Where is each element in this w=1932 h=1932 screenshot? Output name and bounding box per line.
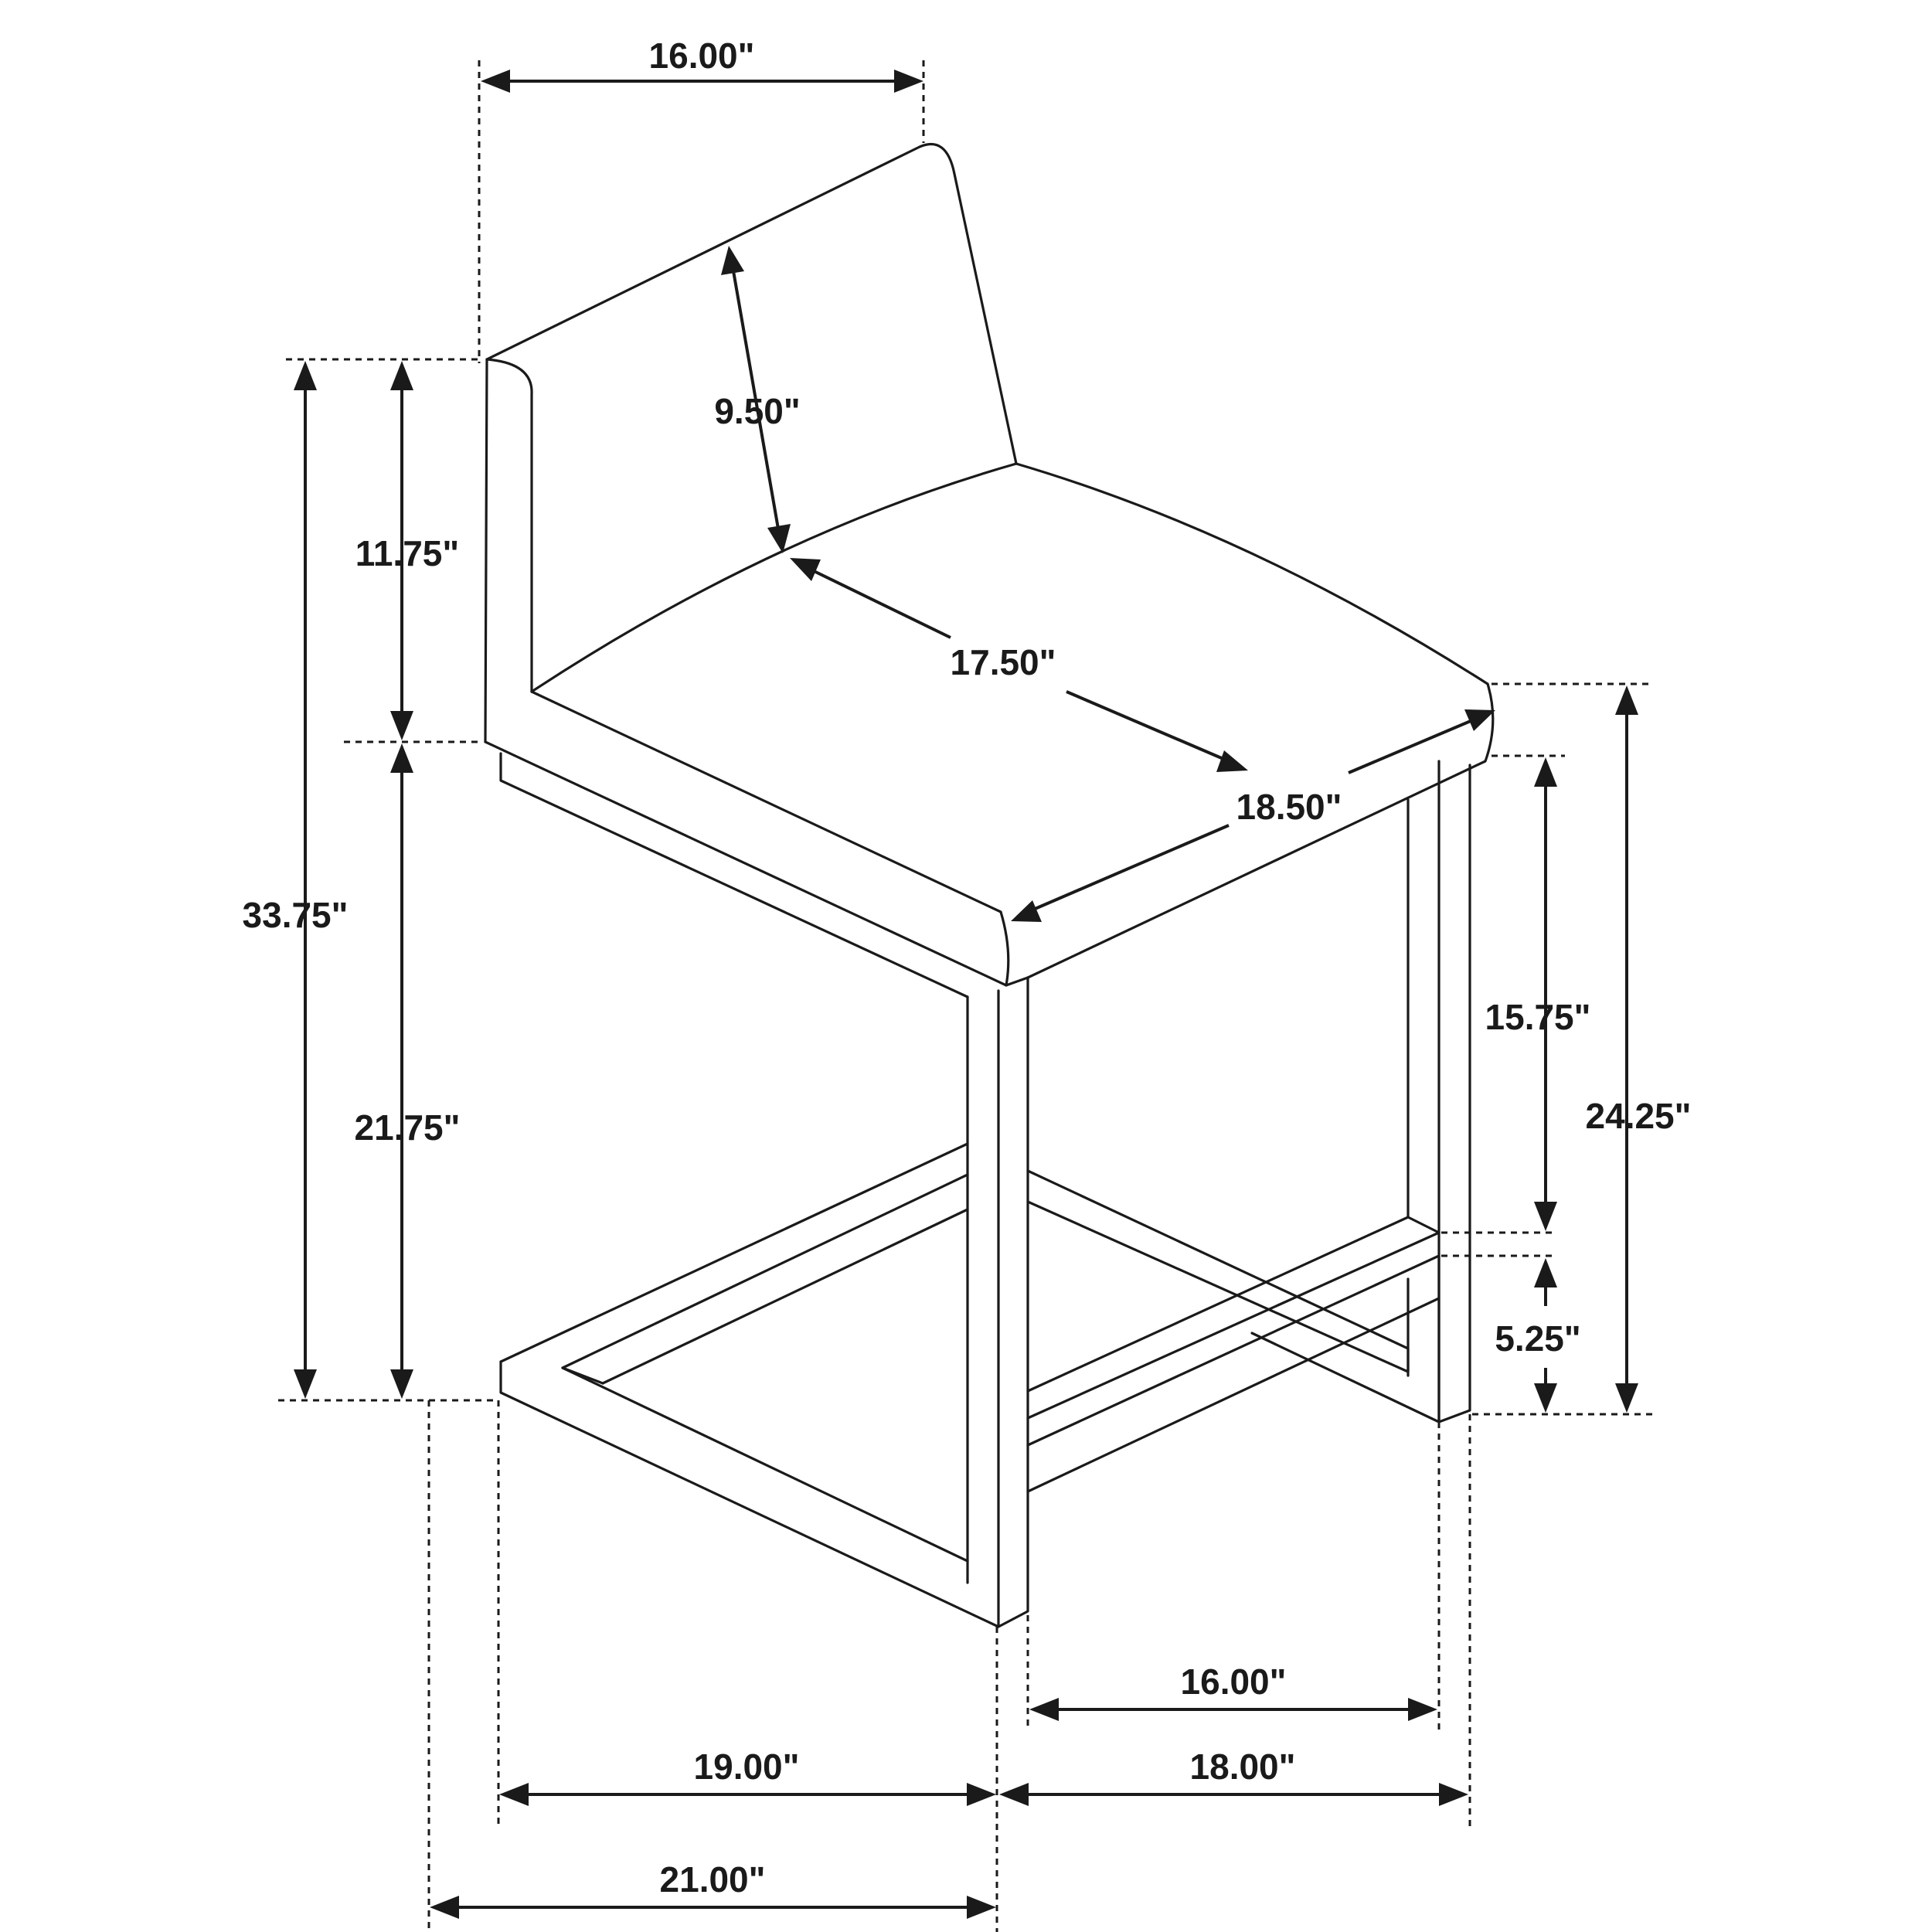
footrest-bar-top [1026, 1216, 1440, 1393]
label-base-width-inner: 16.00" [1181, 1662, 1287, 1702]
label-seat-width: 18.50" [1236, 787, 1342, 827]
base-left-rail-top [499, 1142, 969, 1363]
dimension-arrows [294, 70, 1638, 1919]
backrest-front-edge [484, 358, 488, 743]
seat-right-edge [1026, 682, 1495, 979]
base-inner-front [561, 1366, 604, 1385]
label-back-height: 9.50" [714, 391, 800, 431]
seat-front-edge [530, 690, 1010, 987]
base-back-cross [1026, 1297, 1440, 1493]
seat-under [499, 752, 969, 998]
seat-bottom [484, 740, 1029, 987]
label-overall-height: 33.75" [243, 895, 349, 935]
footrest-bar-low [1026, 1254, 1440, 1447]
label-base-depth-inner: 19.00" [694, 1747, 800, 1787]
base-back-rail [1250, 1254, 1440, 1423]
label-seat-to-footrest: 15.75" [1485, 997, 1591, 1037]
label-top-width: 16.00" [649, 36, 755, 76]
seat-top [530, 462, 1489, 693]
base-inner-diag [601, 1208, 969, 1385]
base-left-rail-inner-top [561, 1173, 969, 1369]
label-seat-height: 21.75" [355, 1107, 461, 1148]
backrest [485, 142, 1018, 465]
label-base-width-outer: 18.00" [1190, 1747, 1296, 1787]
dimension-labels: 16.00" 9.50" 11.75" 33.75" 21.75" 17.50"… [243, 36, 1692, 1900]
front-leg [997, 976, 1029, 1628]
label-base-depth-outer: 21.00" [660, 1859, 766, 1900]
base-left-rail-inner [561, 1366, 969, 1563]
label-seat-depth: 17.50" [951, 642, 1056, 682]
label-arm-height: 24.25" [1586, 1096, 1692, 1136]
label-backrest-height: 11.75" [355, 533, 459, 573]
backrest-side [485, 358, 533, 693]
stool-outline [484, 142, 1495, 1628]
crossbar-lower [1026, 1200, 1410, 1373]
label-footrest-height: 5.25" [1495, 1318, 1580, 1359]
base-left-rail [499, 1360, 1000, 1628]
footrest-bar-bottom [1026, 1231, 1440, 1420]
extension-lines [278, 60, 1654, 1932]
back-leg [1437, 760, 1471, 1423]
